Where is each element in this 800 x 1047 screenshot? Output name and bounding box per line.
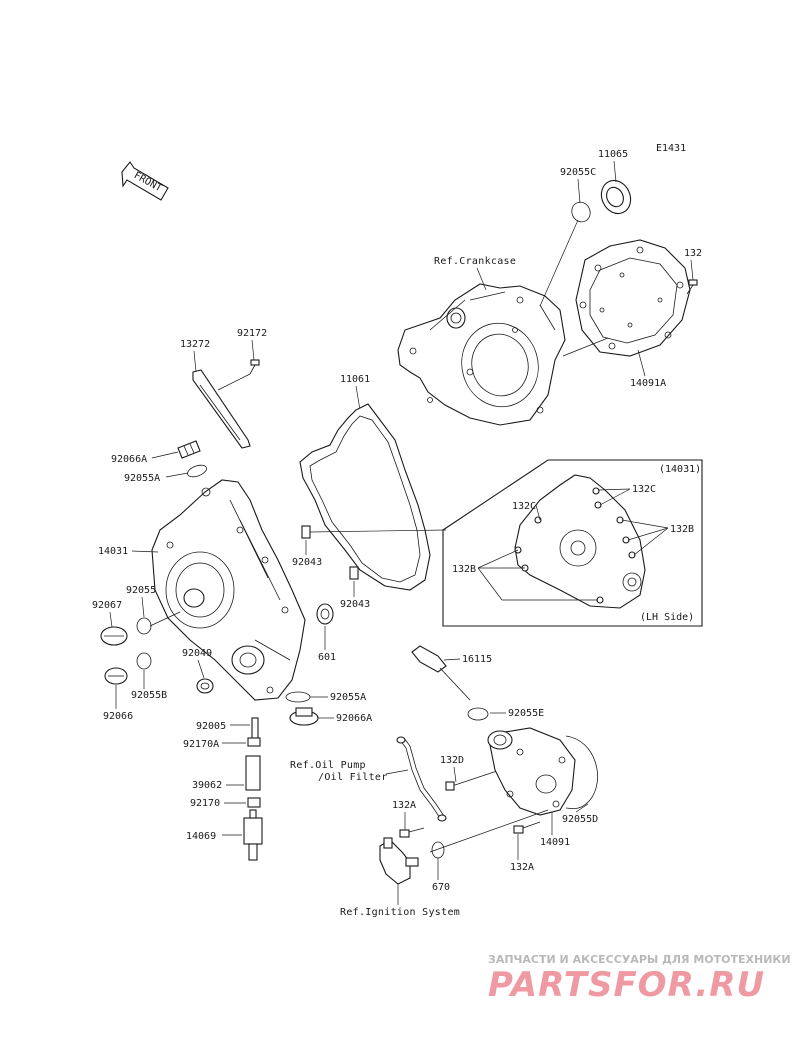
label-92055b: 92055B <box>131 690 167 701</box>
label-14069: 14069 <box>186 831 216 842</box>
inset-detail-box: (14031) (LH Side) 132C 132C 132B 132B <box>442 459 703 627</box>
label-92043-lower: 92043 <box>340 599 370 610</box>
label-11061: 11061 <box>340 374 370 385</box>
o-ring-92055 <box>136 617 152 635</box>
oil-seal-11065 <box>600 179 632 215</box>
oil-seal-92049 <box>196 678 214 694</box>
dowel-92043-lower <box>349 566 359 580</box>
label-132a-left: 132A <box>392 800 416 811</box>
label-92055a-lower: 92055A <box>330 692 366 703</box>
crankcase-reference <box>397 283 566 426</box>
front-arrow-icon: FRONT <box>121 161 169 201</box>
label-14031: 14031 <box>98 546 128 557</box>
diagram-code: E1431 <box>656 143 686 154</box>
label-39062: 39062 <box>192 780 222 791</box>
dipstick-16115 <box>411 645 471 701</box>
label-132a-right: 132A <box>510 862 534 873</box>
label-92067: 92067 <box>92 600 122 611</box>
label-92170a: 92170A <box>183 739 219 750</box>
inset-title: (14031) <box>659 464 701 475</box>
o-ring-670 <box>431 841 445 859</box>
inset-label-132b-left: 132B <box>452 564 476 575</box>
label-92055c: 92055C <box>560 167 596 178</box>
o-ring-92055a-upper <box>187 464 207 478</box>
label-14091a: 14091A <box>630 378 666 389</box>
bracket-13272 <box>192 369 251 449</box>
label-13272: 13272 <box>180 339 210 350</box>
label-92066a-upper: 92066A <box>111 454 147 465</box>
label-11065: 11065 <box>598 149 628 160</box>
o-ring-92055e <box>467 707 489 721</box>
ref-crankcase: Ref.Crankcase <box>434 256 516 267</box>
clamp-92170a <box>247 737 261 747</box>
cover-14091 <box>487 727 576 816</box>
label-92066: 92066 <box>103 711 133 722</box>
label-16115: 16115 <box>462 654 492 665</box>
valve-14069 <box>243 809 263 861</box>
plug-92066a-upper <box>177 440 201 459</box>
ref-oil-pump: Ref.Oil Pump <box>290 760 366 771</box>
inset-label-132c-left: 132C <box>512 501 536 512</box>
bolt-132d <box>445 769 501 791</box>
watermark-tagline: ЗАПЧАСТИ И АКСЕССУАРЫ ДЛЯ МОТОТЕХНИКИ <box>488 953 791 966</box>
label-92055a-upper: 92055A <box>124 473 160 484</box>
label-132: 132 <box>684 248 702 259</box>
ref-oil-filter: /Oil Filter <box>318 772 388 783</box>
plug-92066a-lower <box>289 707 319 726</box>
cover-plate-14091a <box>575 239 691 357</box>
screw-92172 <box>249 359 260 375</box>
oil-pipe-reference <box>396 736 447 822</box>
inset-label-132c-right: 132C <box>632 484 656 495</box>
label-92055e: 92055E <box>508 708 544 719</box>
label-670: 670 <box>432 882 450 893</box>
clamp-92170 <box>247 797 261 808</box>
pipe-39062 <box>245 755 261 791</box>
label-92043-upper: 92043 <box>292 557 322 568</box>
o-ring-92055b <box>136 652 152 670</box>
inset-label-132b-right: 132B <box>670 524 694 535</box>
label-92005: 92005 <box>196 721 226 732</box>
oil-seal-601 <box>316 603 334 625</box>
ignition-sensor-reference <box>379 837 419 885</box>
label-14091: 14091 <box>540 837 570 848</box>
label-92066a-lower: 92066A <box>336 713 372 724</box>
dowel-92043-upper <box>301 525 311 539</box>
bolt-132 <box>686 279 698 295</box>
label-132d: 132D <box>440 755 464 766</box>
label-601: 601 <box>318 652 336 663</box>
bolt-132a-right <box>513 821 541 834</box>
label-92172: 92172 <box>237 328 267 339</box>
plug-92067 <box>100 626 128 646</box>
plug-92066 <box>104 667 128 685</box>
label-92055: 92055 <box>126 585 156 596</box>
o-ring-92055a-lower <box>285 691 311 703</box>
label-92170: 92170 <box>190 798 220 809</box>
o-ring-92055c <box>571 201 591 223</box>
inset-caption: (LH Side) <box>640 612 694 623</box>
label-92049: 92049 <box>182 648 212 659</box>
label-92055d: 92055D <box>562 814 598 825</box>
generator-cover-14031 <box>151 479 306 701</box>
o-ring-92055d <box>565 735 598 810</box>
bolt-132a-left <box>399 827 425 838</box>
watermark-logo: PARTSFOR.RU <box>488 965 765 1005</box>
gasket-11061 <box>299 403 431 591</box>
watermark: ЗАПЧАСТИ И АКСЕССУАРЫ ДЛЯ МОТОТЕХНИКИ PA… <box>488 953 791 1005</box>
ref-ignition-system: Ref.Ignition System <box>340 907 460 918</box>
